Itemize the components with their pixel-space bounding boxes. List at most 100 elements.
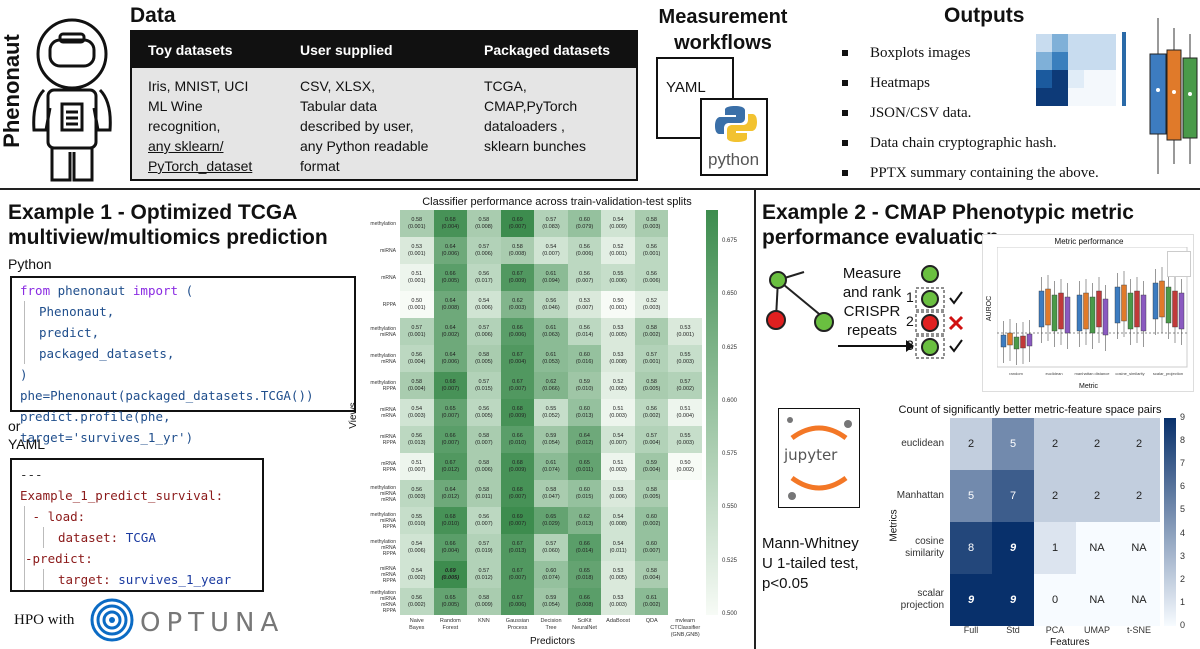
example1-title: Example 1 - Optimized TCGA multiview/mul… <box>8 201 328 249</box>
heatmap-cell: 0.57(0.012) <box>467 561 501 588</box>
heatmap-cell: 0.68(0.007) <box>433 372 468 399</box>
statistical-test-text: Mann-Whitney U 1-tailed test, p<0.05 <box>762 535 859 592</box>
heatmap-cell: NA <box>1076 574 1118 626</box>
heatmap-cell: 0.51(0.003) <box>601 399 635 426</box>
heatmap-cell: 0.58(0.004) <box>400 372 434 399</box>
boxplot-box <box>1127 292 1134 330</box>
heatmap-cell: 0.50(0.001) <box>400 291 434 318</box>
heatmap-cell: 0.67(0.006) <box>500 588 535 615</box>
heatmap-cell: 2 <box>1076 418 1118 470</box>
boxplot-xlabel: Metric <box>1079 383 1099 390</box>
heatmap-cell: 0.54(0.007) <box>534 237 568 264</box>
heatmap-cell: 0.53(0.003) <box>601 588 635 615</box>
heatmap-cell: 0.64(0.006) <box>433 237 468 264</box>
heatmap-cell: 0.55(0.003) <box>668 345 702 372</box>
heatmap-cell: 0.66(0.005) <box>433 264 468 291</box>
heatmap-cell <box>668 534 702 561</box>
colorbar-tick: 1 <box>1180 596 1186 607</box>
heatmap-cell: 0.60(0.013) <box>567 399 602 426</box>
x-tick-label: scalar_projection <box>1153 371 1183 376</box>
heatmap-cell: 0.57(0.019) <box>467 534 501 561</box>
heatmap-cell: 0.67(0.007) <box>500 561 535 588</box>
heatmap-cell: 0.65(0.018) <box>567 561 602 588</box>
table-header: Toy datasets <box>148 42 233 58</box>
heatmap-cell: 0.50(0.001) <box>601 291 635 318</box>
heatmap-cell: 0.60(0.002) <box>634 507 669 534</box>
heatmap-cell: 0.66(0.008) <box>567 588 602 615</box>
list-item: JSON/CSV data. <box>842 98 1099 128</box>
heatmap-cell: 0.56(0.002) <box>634 399 669 426</box>
heatmap-cell: 0.54(0.008) <box>601 507 635 534</box>
heatmap-cell: 0.55(0.003) <box>668 426 702 453</box>
boxplot-box <box>1000 334 1007 348</box>
heatmap-cell <box>668 480 702 507</box>
x-tick-label: t-SNE <box>1126 625 1151 635</box>
link-text: PyTorch_dataset <box>148 158 253 174</box>
heatmap-cell: 0.51(0.003) <box>601 453 635 480</box>
boxplot-box <box>1083 292 1089 330</box>
heatmap-cell: 0.60(0.016) <box>567 345 602 372</box>
heatmap-cell: 0.58(0.001) <box>400 210 434 237</box>
optuna-logo-icon <box>90 598 134 642</box>
heatmap1-xlabel: Predictors <box>530 636 576 647</box>
heatmap-cell: 0.69(0.007) <box>500 507 535 534</box>
table-cell: CSV, XLSX, Tabular data described by use… <box>300 78 429 174</box>
heatmap-cell: 0.67(0.013) <box>500 534 535 561</box>
heatmap-cell: 0.57(0.006) <box>467 318 501 345</box>
heatmap-cell: 0 <box>1034 574 1076 626</box>
heatmap-cell: 2 <box>1034 470 1076 522</box>
heatmap-cell: 0.57(0.001) <box>634 345 669 372</box>
y-tick-label: miRNA <box>380 247 396 254</box>
boxplot-box <box>1089 296 1096 334</box>
heatmap-cell: 0.51(0.004) <box>668 399 702 426</box>
heatmap-cell: 0.52(0.001) <box>601 237 635 264</box>
heatmap-cell: 0.58(0.005) <box>634 480 669 507</box>
heatmap-cell: 0.65(0.007) <box>433 399 468 426</box>
python-label: python <box>708 150 760 169</box>
python-logo-box: python <box>700 98 768 176</box>
heatmap-cell: 9 <box>950 574 992 626</box>
heatmap-cell: 0.58(0.006) <box>467 453 501 480</box>
heatmap-cell: 0.58(0.047) <box>534 480 568 507</box>
example2-title: Example 2 - CMAP Phenotypic metric perfo… <box>762 201 1134 249</box>
x-tick-label: Full <box>963 625 979 635</box>
boxplot-box <box>1102 298 1109 336</box>
x-tick-label: Std <box>1006 625 1020 635</box>
boxplot-box <box>1140 294 1147 332</box>
heatmap2-title: Count of significantly better metric-fea… <box>898 404 1162 416</box>
heatmap-cell: 0.53(0.001) <box>668 318 702 345</box>
heatmap-cell: 0.53(0.005) <box>601 561 635 588</box>
boxplot-box <box>1020 335 1026 349</box>
arrow-icon <box>838 340 914 352</box>
boxplot-box <box>1013 336 1020 350</box>
x-tick-label: PCA <box>1045 625 1065 635</box>
heatmap-cell: NA <box>1118 574 1160 626</box>
heatmap-cell: 0.56(0.005) <box>467 399 501 426</box>
y-tick-label: RPPA <box>382 301 396 308</box>
colorbar-tick: 6 <box>1180 481 1186 492</box>
heatmap-cell: 0.64(0.008) <box>433 291 468 318</box>
colorbar-tick: 0.575 <box>722 451 738 458</box>
heatmap-cell: 0.58(0.008) <box>500 237 535 264</box>
heatmap-cell: 0.56(0.013) <box>400 426 434 453</box>
boxplot-box <box>1026 333 1033 347</box>
or-label: or <box>8 418 21 434</box>
x-tick-label: KNN <box>478 618 490 624</box>
heatmap-cell: 2 <box>950 418 992 470</box>
boxplot-box <box>1178 292 1185 330</box>
boxplot-box <box>1007 332 1013 346</box>
heatmap-cell: 0.66(0.006) <box>500 318 535 345</box>
heatmap-cell: 0.61(0.074) <box>534 453 568 480</box>
heatmap-cell: 0.66(0.004) <box>433 534 468 561</box>
heatmap-cell: 0.61(0.094) <box>534 264 568 291</box>
heatmap-cell: 0.66(0.007) <box>433 426 468 453</box>
